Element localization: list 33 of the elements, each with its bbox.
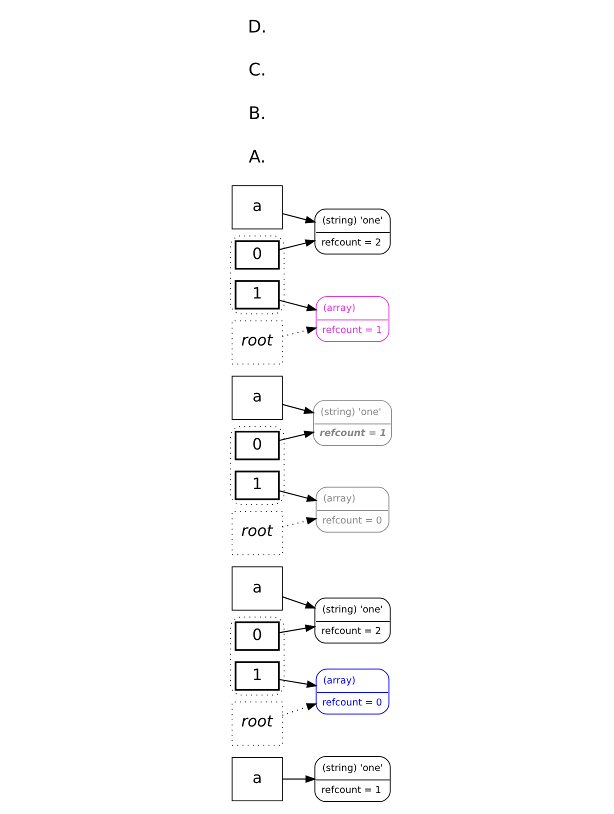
arrow [278, 624, 316, 634]
arrow [282, 596, 316, 609]
node-box: root [231, 702, 282, 746]
node-box: 0 [234, 430, 280, 460]
arrow [282, 404, 314, 414]
node-box: 1 [234, 470, 280, 500]
arrow [282, 703, 317, 716]
label: C. [248, 60, 266, 81]
cluster [229, 426, 284, 505]
node-box: 0 [234, 240, 280, 270]
arrow [282, 326, 317, 337]
label: A. [248, 147, 266, 168]
node-box: 1 [234, 661, 280, 691]
node-box: a [231, 566, 282, 611]
node-box: a [231, 376, 282, 420]
node-box: 0 [234, 621, 280, 651]
arrow [282, 213, 316, 224]
cluster [229, 616, 284, 696]
arrow [278, 300, 318, 312]
node-box: a [231, 185, 282, 230]
arrow [278, 430, 315, 442]
node-box: root [231, 510, 282, 556]
node-box: a [231, 757, 282, 802]
arrow [282, 775, 316, 783]
node-box: root [231, 320, 282, 365]
cluster [229, 235, 284, 314]
label: B. [248, 104, 266, 124]
arrow [282, 517, 317, 528]
arrow [278, 490, 318, 502]
label: D. [247, 17, 266, 38]
node-box: 1 [234, 280, 280, 310]
arrow [278, 239, 316, 250]
arrow [278, 678, 318, 688]
